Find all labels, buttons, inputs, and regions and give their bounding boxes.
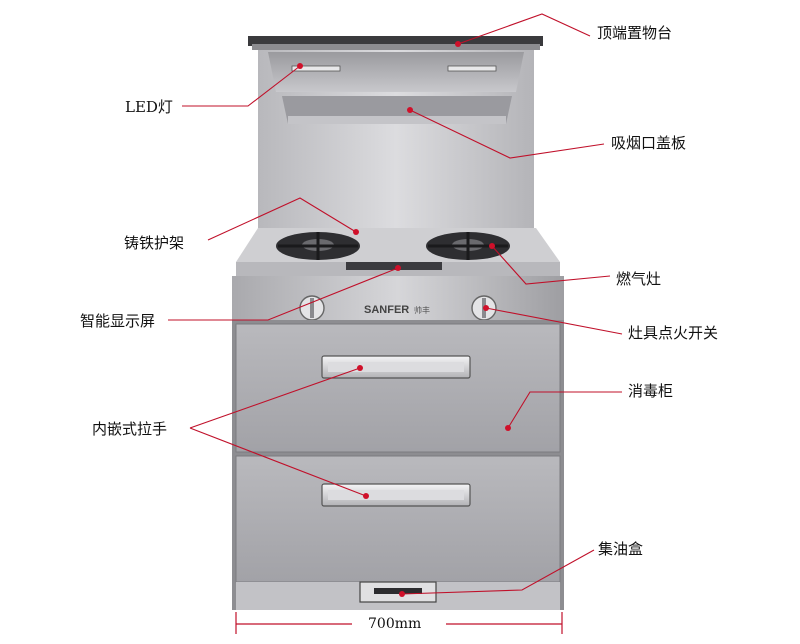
label-iron-rack: 铸铁护架 [124, 234, 185, 252]
leader-led [182, 65, 301, 107]
leader-disinfection [507, 391, 622, 429]
leader-ignition [485, 307, 623, 335]
label-burner: 燃气灶 [616, 270, 662, 288]
leader-iron-rack [207, 197, 357, 241]
right-burner [426, 232, 510, 260]
label-led: LED灯 [125, 98, 173, 116]
leader-display-dot [395, 265, 401, 271]
leader-handle-lower [189, 427, 367, 497]
leader-oil-box-dot [399, 591, 405, 597]
led-strip-right [447, 65, 497, 72]
smart-display [346, 262, 442, 270]
dimension-width: 700mm [368, 616, 422, 632]
dimension-line [235, 612, 563, 634]
hood-cavity [268, 52, 524, 92]
label-display: 智能显示屏 [80, 312, 156, 330]
leader-display [168, 267, 399, 321]
label-handle: 内嵌式拉手 [92, 420, 168, 438]
leader-handle-lower-dot [363, 493, 369, 499]
leader-ignition-dot [483, 305, 489, 311]
leader-lines [168, 13, 623, 597]
leader-hood-cover [409, 109, 605, 159]
leader-handle-upper-dot [357, 365, 363, 371]
label-ignition-switch: 灶具点火开关 [628, 324, 719, 342]
upper-drawer [235, 323, 561, 453]
left-burner [276, 232, 360, 260]
label-hood-cover: 吸烟口盖板 [611, 134, 687, 152]
leader-oil-box [401, 549, 595, 595]
leader-handle-upper [189, 367, 361, 429]
leader-burner-dot [489, 243, 495, 249]
lower-drawer [235, 455, 561, 583]
brand-logo: SANFER [364, 304, 409, 316]
leader-led-dot [297, 63, 303, 69]
leader-disinfection-dot [505, 425, 511, 431]
label-top-shelf: 顶端置物台 [597, 24, 673, 42]
leader-top-shelf [457, 13, 591, 45]
brand-logo-sub: 帅丰 [414, 305, 430, 315]
top-shelf [248, 36, 543, 46]
led-strip-left [291, 65, 341, 72]
leader-hood-cover-dot [407, 107, 413, 113]
leader-burner [491, 245, 611, 285]
leader-iron-rack-dot [353, 229, 359, 235]
label-oil-box: 集油盒 [598, 540, 644, 558]
leader-top-shelf-dot [455, 41, 461, 47]
label-disinfection-cabinet: 消毒柜 [628, 382, 674, 400]
